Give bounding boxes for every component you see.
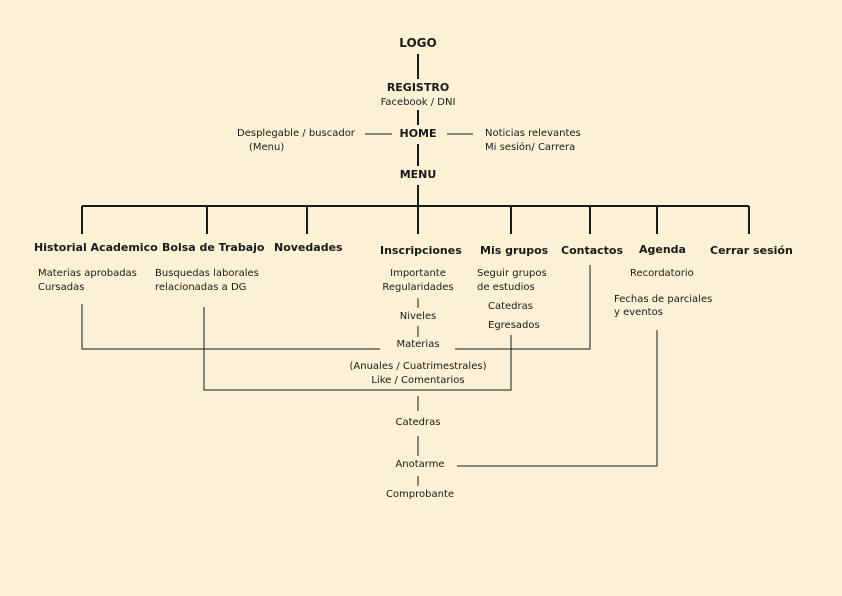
- agenda-item: Recordatorio: [630, 268, 694, 279]
- bolsa-item: relacionadas a DG: [155, 282, 247, 293]
- grupos-item: Seguir grupos: [477, 268, 547, 279]
- contactos-heading: Contactos: [561, 244, 624, 257]
- comprobante-node: Comprobante: [385, 489, 455, 500]
- bolsa-to-anuales-line: [203, 307, 512, 391]
- menu-node: MENU: [399, 168, 437, 181]
- agenda-heading: Agenda: [639, 243, 686, 256]
- agenda-item: y eventos: [614, 307, 663, 318]
- catedras-node: Catedras: [395, 417, 441, 428]
- bolsa-heading: Bolsa de Trabajo: [162, 241, 265, 254]
- inscripciones-heading: Inscripciones: [380, 244, 462, 257]
- registro-sub: Facebook / DNI: [380, 97, 456, 108]
- home-right-note-1: Noticias relevantes: [485, 128, 581, 139]
- agenda-item: Fechas de parciales: [614, 294, 713, 305]
- home-left-note-2: (Menu): [249, 142, 285, 153]
- registro-node: REGISTRO: [386, 81, 450, 94]
- home-right-note-2: Mi sesión/ Carrera: [485, 142, 576, 153]
- inscripciones-item: Regularidades: [382, 282, 454, 293]
- bolsa-item: Busquedas laborales: [155, 268, 259, 279]
- home-left-note-1: Desplegable / buscador: [237, 128, 355, 139]
- historial-to-materias-line: [81, 304, 380, 350]
- historial-item: Materias aprobadas: [38, 268, 137, 279]
- agenda-to-anotarme-line: [457, 330, 658, 467]
- anuales-node: (Anuales / Cuatrimestrales): [349, 361, 487, 372]
- historial-item: Cursadas: [38, 282, 85, 293]
- inscripciones-item: Niveles: [399, 311, 437, 322]
- inscripciones-item: Materias: [396, 339, 440, 350]
- contactos-to-materias-line: [455, 265, 591, 350]
- grupos-heading: Mis grupos: [480, 244, 549, 257]
- grupos-item: de estudios: [477, 282, 535, 293]
- like-node: Like / Comentarios: [371, 375, 465, 386]
- logo-node: LOGO: [399, 36, 437, 50]
- historial-heading: Historial Academico: [34, 241, 158, 254]
- grupos-item: Egresados: [488, 320, 540, 331]
- grupos-item: Catedras: [488, 301, 533, 312]
- cerrar-heading: Cerrar sesión: [710, 244, 793, 257]
- anotarme-node: Anotarme: [395, 459, 445, 470]
- inscripciones-item: Importante: [390, 268, 446, 279]
- novedades-heading: Novedades: [274, 241, 343, 254]
- home-node: HOME: [399, 127, 437, 140]
